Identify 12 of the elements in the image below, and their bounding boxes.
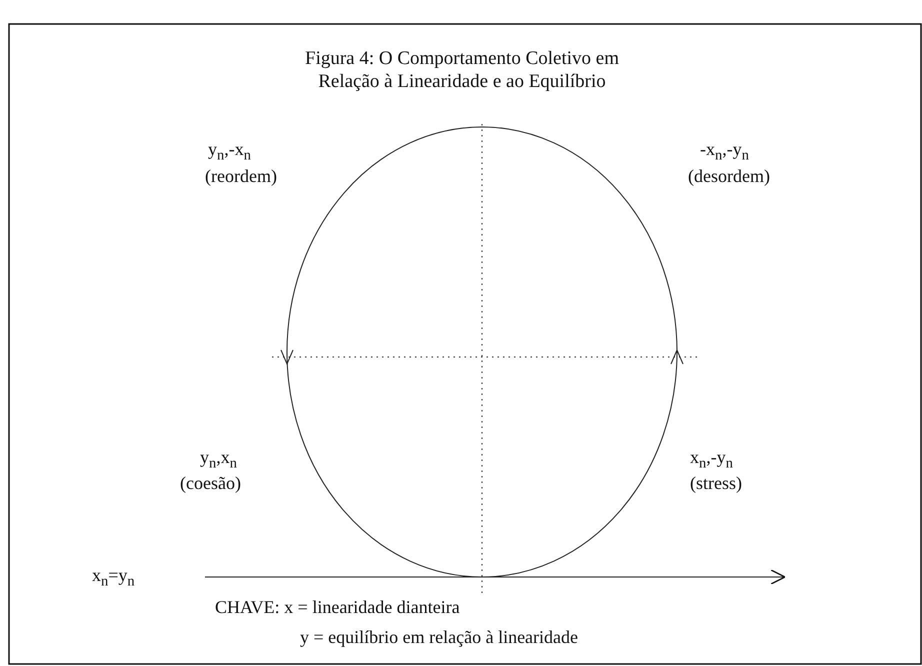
state-label: (reordem) xyxy=(205,167,277,187)
key-text: CHAVE: x = linearidade dianteira xyxy=(215,598,460,618)
key-text: y = equilíbrio em relação à linearidade xyxy=(300,628,578,648)
coordinate-label: -x$_{n}$,-y$_{n}$ xyxy=(700,140,749,164)
state-label: (desordem) xyxy=(688,167,770,187)
figure-title: Figura 4: O Comportamento Coletivo em Relação à Linearidade e ao Equilíbrio xyxy=(304,48,620,94)
state-label: (stress) xyxy=(690,474,742,494)
state-label: (coesão) xyxy=(180,474,241,494)
coordinate-label: y$_{n}$,x$_{n}$ xyxy=(200,448,237,472)
coordinate-label: x$_{n}$,-y$_{n}$ xyxy=(690,448,733,472)
axis-label: x$_{n}$=y$_{n}$ xyxy=(92,566,135,590)
coordinate-label: y$_{n}$,-x$_{n}$ xyxy=(208,140,251,164)
